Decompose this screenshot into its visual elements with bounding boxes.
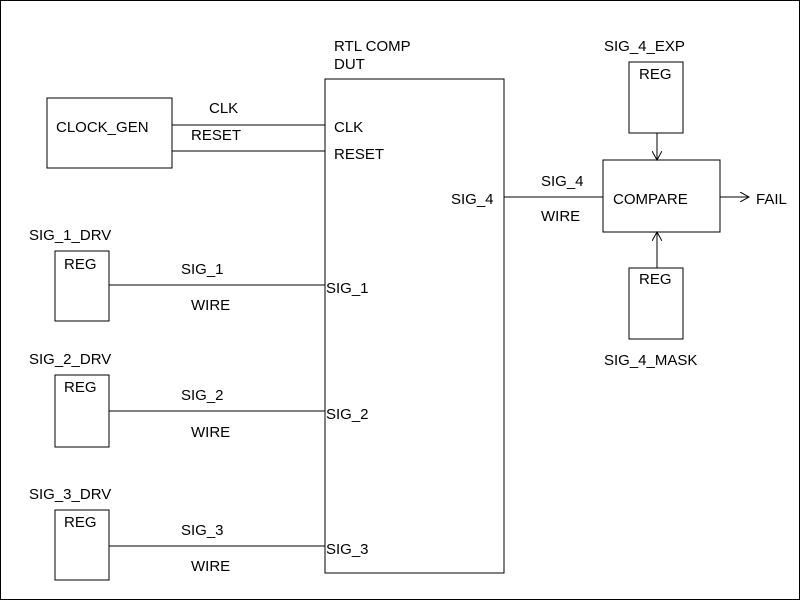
sig-3-wire-type: WIRE — [191, 558, 230, 575]
sig-2-drv-reg-block — [54, 374, 110, 448]
dut-block — [324, 78, 505, 574]
sig-4-mask-reg-block — [628, 267, 684, 340]
dut-port-reset: RESET — [334, 146, 384, 163]
sig-4-wire-type: WIRE — [541, 208, 580, 225]
sig-4-exp-reg-block — [628, 61, 684, 134]
dut-port-sig-3: SIG_3 — [326, 541, 369, 558]
sig-1-drv-label: SIG_1_DRV — [29, 227, 111, 244]
sig-3-drv-reg-block — [54, 509, 110, 581]
sig-4-mask-label: SIG_4_MASK — [604, 352, 697, 369]
sig-2-wire-signal: SIG_2 — [181, 387, 224, 404]
sig-3-drv-reg-label: REG — [64, 514, 97, 531]
dut-port-sig-2: SIG_2 — [326, 406, 369, 423]
dut-port-sig-1: SIG_1 — [326, 280, 369, 297]
sig-2-drv-label: SIG_2_DRV — [29, 351, 111, 368]
sig-4-wire-signal: SIG_4 — [541, 173, 584, 190]
clock-gen-label: CLOCK_GEN — [56, 119, 149, 136]
sig-1-drv-reg-block — [54, 250, 110, 322]
dut-port-clk: CLK — [334, 119, 363, 136]
compare-label: COMPARE — [613, 191, 688, 208]
dut-title-line1: RTL COMP — [334, 38, 411, 55]
sig-4-mask-reg-label: REG — [639, 271, 672, 288]
sig-1-wire-signal: SIG_1 — [181, 261, 224, 278]
dut-port-sig-4: SIG_4 — [451, 191, 494, 208]
sig-3-drv-label: SIG_3_DRV — [29, 486, 111, 503]
sig-4-exp-reg-label: REG — [639, 66, 672, 83]
dut-title-line2: DUT — [334, 56, 365, 73]
sig-2-wire-type: WIRE — [191, 424, 230, 441]
sig-4-exp-label: SIG_4_EXP — [604, 38, 685, 55]
reset-wire-label: RESET — [191, 127, 241, 144]
clk-wire-label: CLK — [209, 100, 238, 117]
sig-3-wire-signal: SIG_3 — [181, 522, 224, 539]
sig-1-drv-reg-label: REG — [64, 256, 97, 273]
compare-block — [602, 159, 721, 233]
clock-gen-block — [46, 97, 173, 169]
sig-1-wire-type: WIRE — [191, 297, 230, 314]
fail-label: FAIL — [756, 191, 787, 208]
sig-2-drv-reg-label: REG — [64, 379, 97, 396]
